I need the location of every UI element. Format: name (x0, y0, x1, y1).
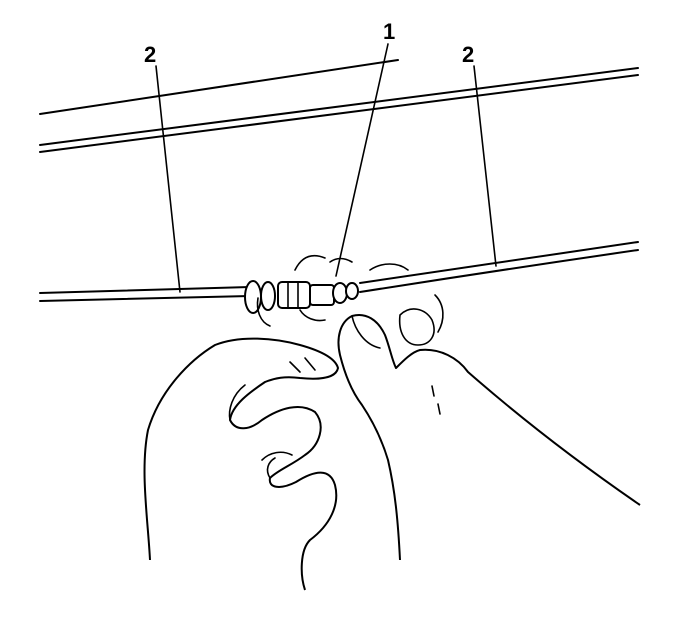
frame-rail (39, 59, 639, 153)
fuel-line-right (359, 241, 639, 293)
quick-connect-fitting (244, 254, 359, 314)
right-hand (337, 263, 641, 561)
fuel-line-left (39, 286, 251, 302)
leader-lines (155, 43, 497, 293)
callout-2-line-right: 2 (462, 42, 475, 67)
callout-1-fitting: 1 (383, 19, 396, 44)
fingertips (256, 297, 326, 327)
left-hand (143, 337, 339, 591)
callout-2-line-left: 2 (144, 42, 157, 67)
